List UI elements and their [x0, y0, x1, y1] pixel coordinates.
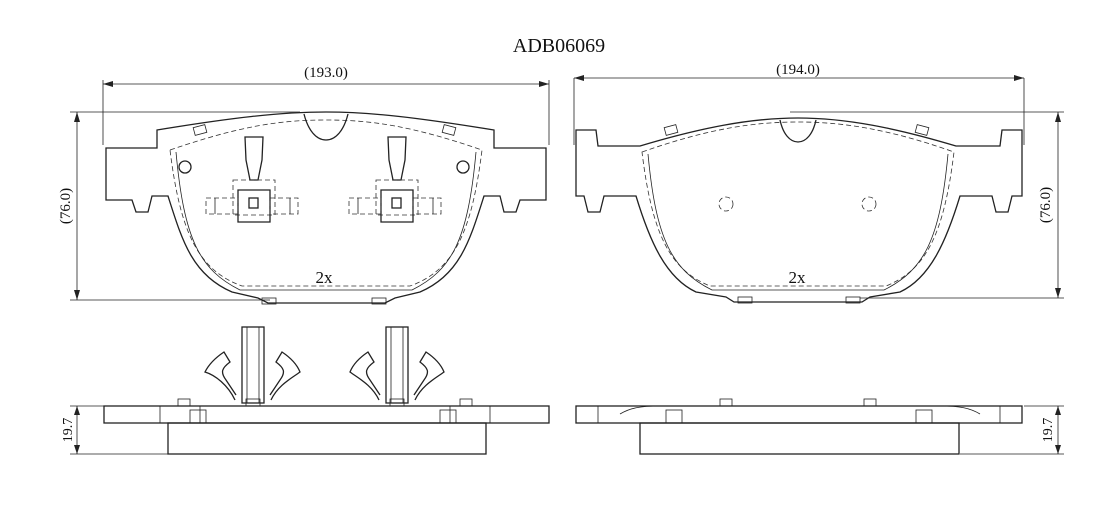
right-side-backing-plate	[575, 405, 1023, 424]
right-pad-hole-left	[718, 196, 734, 212]
right-width-dimension: (194.0)	[573, 62, 1025, 145]
left-pad-hole-right	[456, 160, 470, 174]
left-pad-front-view: (193.0) (76.0)	[58, 65, 550, 305]
left-thickness-label: 19.7	[61, 418, 76, 443]
right-pad-front-view: (194.0) (76.0) 2x	[573, 62, 1064, 304]
right-friction-material-outline	[641, 121, 955, 287]
left-height-dimension: (76.0)	[58, 111, 300, 301]
right-height-dimension: (76.0)	[790, 111, 1064, 299]
left-quantity-label: 2x	[316, 268, 334, 287]
right-thickness-label: 19.7	[1041, 418, 1056, 443]
left-backing-plate-outline	[105, 111, 547, 304]
right-height-label: (76.0)	[1038, 187, 1054, 223]
right-wear-notch	[779, 119, 817, 143]
left-pad-hole-left	[178, 160, 192, 174]
right-quantity-label: 2x	[789, 268, 807, 287]
right-pad-hole-right	[861, 196, 877, 212]
left-width-label: (193.0)	[304, 65, 348, 81]
part-number-title: ADB06069	[513, 35, 605, 57]
right-width-label: (194.0)	[776, 62, 820, 78]
left-width-dimension: (193.0)	[102, 65, 550, 145]
right-pad-side-view: 19.7	[575, 398, 1064, 455]
right-side-friction-block	[639, 422, 960, 455]
right-backing-plate-outline	[575, 117, 1023, 303]
left-side-clip-1	[204, 326, 301, 407]
left-wear-notch	[303, 113, 349, 141]
left-pad-spring-clip-1	[205, 136, 299, 223]
left-pad-side-view: 19.7	[61, 326, 550, 455]
left-height-label: (76.0)	[58, 188, 74, 224]
left-side-backing-plate	[103, 405, 550, 424]
left-friction-material-outline	[169, 119, 483, 287]
left-side-clip-2	[349, 326, 445, 407]
left-pad-spring-clip-2	[348, 136, 442, 223]
left-side-friction-block	[167, 422, 487, 455]
